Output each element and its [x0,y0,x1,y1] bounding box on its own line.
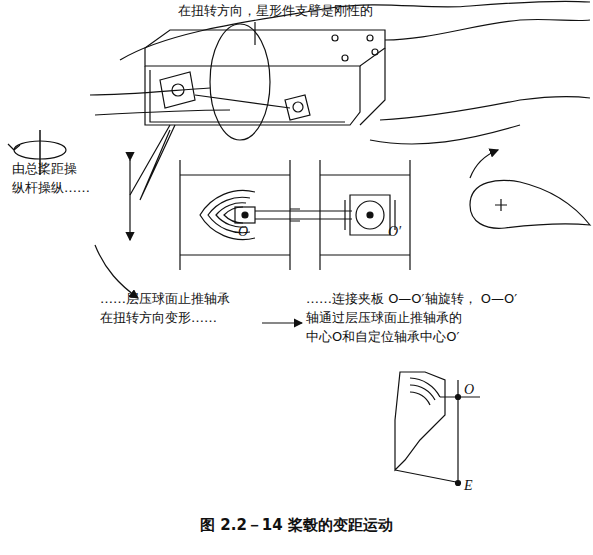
point-label: O′ [388,222,401,242]
point-label: O [464,380,474,400]
point-label: O [238,222,248,242]
point-label: E [464,476,473,496]
bearing-note: ……层压球面止推轴承 在扭转方向变形…… [100,290,258,328]
collective-note: 由总桨距操 纵杆操纵…… [12,160,88,198]
link-plate-note: ……连接夹板 O—O′轴旋转， O—O′轴通过层压球面止推轴承的 中心O和自定位… [306,290,538,347]
figure-caption: 图 2.2－14 桨毂的变距运动 [0,516,593,535]
rigid-arm-note: 在扭转方向，星形件支臂是刚性的 [178,2,373,21]
